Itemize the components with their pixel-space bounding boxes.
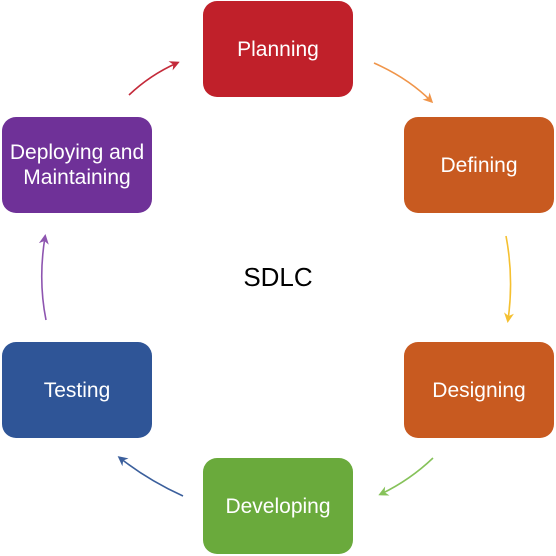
stage-testing: Testing (2, 342, 152, 438)
arrow-defining-to-designing (504, 235, 514, 323)
stage-defining: Defining (404, 117, 554, 213)
stage-label: Deploying and Maintaining (9, 141, 145, 189)
stage-label: Testing (43, 378, 111, 402)
arrow-designing-to-developing (378, 457, 434, 496)
arrow-testing-to-deploying (38, 234, 49, 321)
stage-designing: Designing (404, 342, 554, 438)
arrow-planning-to-defining (373, 62, 434, 104)
stage-label: Designing (432, 378, 526, 402)
arrow-developing-to-testing (117, 456, 184, 497)
stage-planning: Planning (203, 1, 353, 97)
stage-label: Planning (237, 37, 319, 61)
arrow-deploying-to-planning (128, 61, 180, 96)
stage-label: Defining (440, 153, 518, 177)
stage-label: Developing (225, 494, 331, 518)
center-title: SDLC (243, 262, 313, 292)
stage-developing: Developing (203, 458, 353, 554)
stage-deploying-and-maintaining: Deploying and Maintaining (2, 117, 152, 213)
